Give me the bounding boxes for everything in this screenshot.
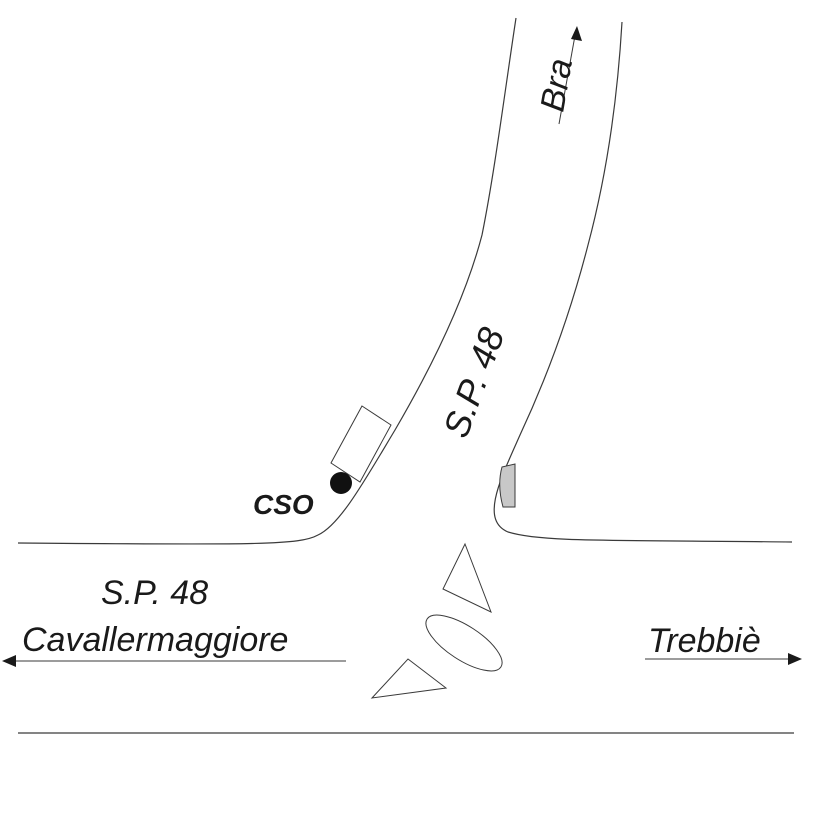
bra-arrow-line [558, 29, 577, 125]
road-vertical-label: S.P. 48 [435, 322, 512, 443]
road-west-edge-curve [17, 17, 517, 545]
west-arrowhead-icon [2, 655, 16, 667]
road-left-number-label: S.P. 48 [101, 574, 208, 612]
bra-arrowhead-icon [571, 26, 582, 41]
triangle-island-south [370, 658, 448, 699]
destination-left-label: Cavallermaggiore [22, 621, 288, 659]
triangle-island-north [442, 542, 492, 613]
destination-top-label: Bra [533, 56, 580, 115]
road-east-edge-curve [493, 21, 793, 543]
oval-island [425, 614, 503, 672]
destination-right-label: Trebbiè [648, 622, 761, 660]
cso-label: CSO [253, 489, 314, 520]
parking-area [330, 405, 392, 483]
east-arrowhead-icon [788, 653, 802, 665]
cso-marker-icon [330, 472, 352, 494]
curb-island [499, 463, 516, 508]
